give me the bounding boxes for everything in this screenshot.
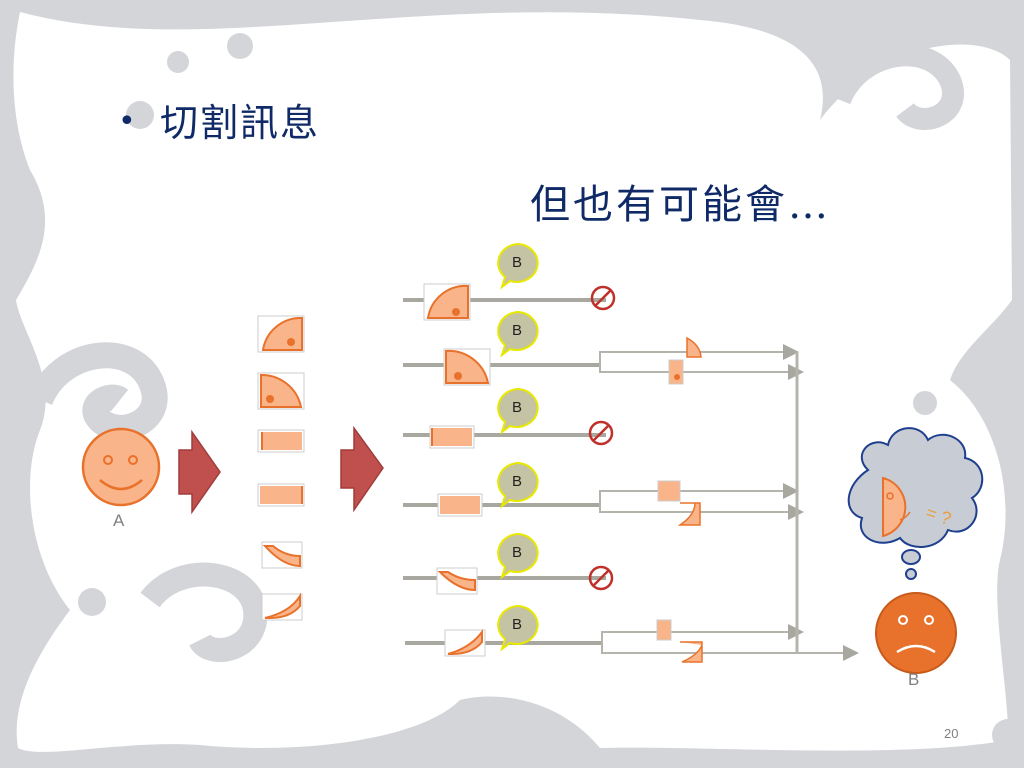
- receiver-sad-face-icon: [875, 592, 957, 674]
- piece-1: [257, 315, 305, 353]
- speech-bubble-icon: B: [497, 532, 539, 580]
- svg-text:B: B: [512, 254, 522, 271]
- speech-bubble-icon: B: [497, 387, 539, 435]
- slide-title: 切割訊息: [160, 101, 321, 145]
- svg-text:B: B: [512, 473, 522, 490]
- piece-6: [261, 592, 303, 621]
- svg-text:B: B: [512, 616, 522, 633]
- piece-5: [261, 541, 303, 569]
- speech-bubble-icon: B: [497, 604, 539, 652]
- no-entry-icon: [588, 420, 614, 446]
- split-pieces: [257, 315, 305, 621]
- piece-4: [257, 483, 305, 507]
- right-arrow-icon: [340, 425, 384, 513]
- speech-bubble-icon: B: [497, 461, 539, 509]
- sender-smiley-icon: [81, 427, 161, 507]
- slide-subtitle: 但也有可能會…: [530, 182, 831, 228]
- no-entry-icon: [590, 285, 616, 311]
- pieces-on-lines: [423, 283, 703, 663]
- speech-bubble-icon: B: [497, 310, 539, 358]
- svg-text:B: B: [512, 322, 522, 339]
- svg-text:B: B: [512, 544, 522, 561]
- routing-lines: [599, 344, 859, 661]
- page-number: 20: [944, 726, 959, 741]
- svg-text:B: B: [512, 399, 522, 416]
- thought-cloud-icon: = ?: [847, 427, 984, 580]
- bullet-dot: •: [118, 104, 136, 139]
- receiver-label: B: [908, 670, 919, 689]
- speech-bubble-icon: B: [497, 242, 539, 290]
- right-arrow-icon: [178, 429, 221, 515]
- sender-label: A: [113, 511, 125, 530]
- no-entry-icon: [588, 565, 614, 591]
- piece-3: [257, 429, 305, 453]
- piece-2: [257, 372, 305, 410]
